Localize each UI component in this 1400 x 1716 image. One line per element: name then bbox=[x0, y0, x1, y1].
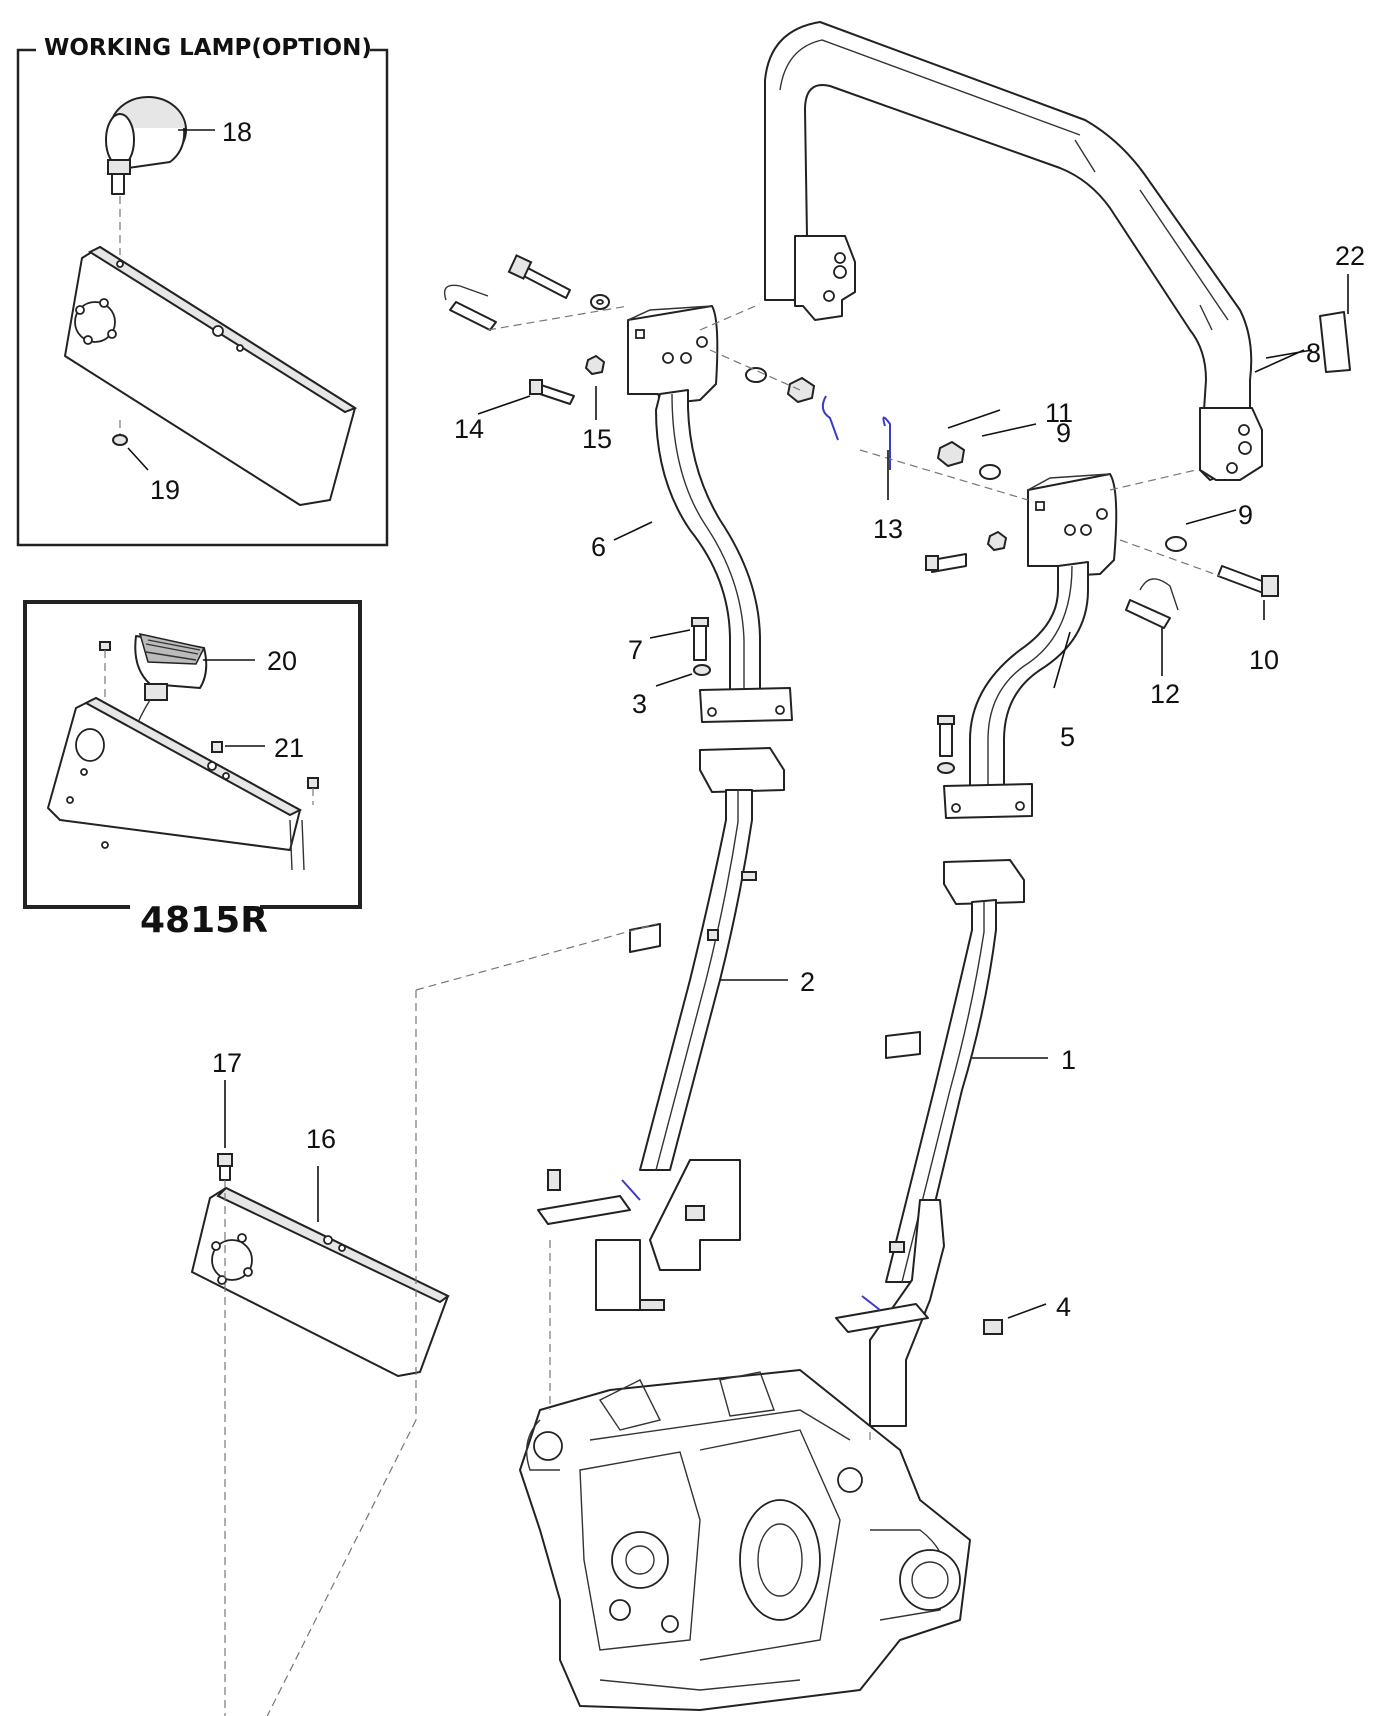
callout-17: 17 bbox=[212, 1048, 242, 1078]
callout-14: 14 bbox=[454, 414, 484, 444]
callout-13: 13 bbox=[873, 514, 903, 544]
rops-upper-hoop-part-8 bbox=[764, 21, 1263, 481]
callout-12: 12 bbox=[1150, 679, 1180, 709]
hardware-right-joint bbox=[882, 416, 1279, 629]
bolt-right-base bbox=[937, 715, 955, 774]
callout-5: 5 bbox=[1060, 722, 1075, 752]
lamp-plate-4815r bbox=[47, 696, 305, 871]
assembly-lines bbox=[224, 303, 1221, 1716]
callout-10: 10 bbox=[1249, 645, 1279, 675]
callout-labels: 18 19 20 21 14 15 6 7 3 2 1 4 5 12 10 9 … bbox=[150, 117, 1365, 1322]
rops-right-lower-post-part-1 bbox=[835, 859, 1025, 1427]
side-plate-part-16 bbox=[191, 1186, 450, 1377]
inset-working-lamp: WORKING LAMP(OPTION) bbox=[16, 35, 389, 547]
transmission-housing bbox=[519, 1369, 971, 1711]
bolt-part-17 bbox=[217, 1153, 233, 1181]
callout-19: 19 bbox=[150, 475, 180, 505]
callout-22: 22 bbox=[1335, 241, 1365, 271]
rops-right-upright-part-5 bbox=[943, 473, 1118, 819]
lamp-mounting-plate bbox=[64, 245, 358, 506]
inset-4815r-title: 4815R bbox=[140, 900, 268, 941]
working-lamp-part-18 bbox=[105, 96, 187, 255]
hardware-left-joint bbox=[443, 254, 839, 441]
callout-9a: 9 bbox=[1056, 418, 1071, 448]
callout-1: 1 bbox=[1061, 1045, 1076, 1075]
washer-part-3 bbox=[693, 664, 711, 676]
callout-2: 2 bbox=[800, 967, 815, 997]
callout-16: 16 bbox=[306, 1124, 336, 1154]
callout-11: 11 bbox=[1045, 398, 1073, 428]
bolt-part-21-group bbox=[99, 641, 319, 805]
leader-lines bbox=[127, 129, 1349, 1319]
callout-6: 6 bbox=[591, 532, 606, 562]
callout-9b: 9 bbox=[1238, 500, 1253, 530]
callout-8: 8 bbox=[1306, 338, 1321, 368]
inset-4815r: 4815R bbox=[23, 600, 362, 941]
bolt-part-7 bbox=[691, 617, 709, 661]
callout-4: 4 bbox=[1056, 1292, 1071, 1322]
rops-left-upright-part-6 bbox=[627, 305, 793, 723]
callout-18: 18 bbox=[222, 117, 252, 147]
callout-7: 7 bbox=[628, 635, 643, 665]
inset-working-lamp-title: WORKING LAMP(OPTION) bbox=[44, 35, 372, 61]
callout-3: 3 bbox=[632, 689, 647, 719]
rops-left-lower-post-part-2 bbox=[537, 747, 785, 1311]
callout-20: 20 bbox=[267, 646, 297, 676]
decal-part-22 bbox=[1319, 311, 1351, 373]
lamp-part-20 bbox=[133, 632, 208, 733]
callout-15: 15 bbox=[582, 424, 612, 454]
callout-21: 21 bbox=[274, 733, 304, 763]
